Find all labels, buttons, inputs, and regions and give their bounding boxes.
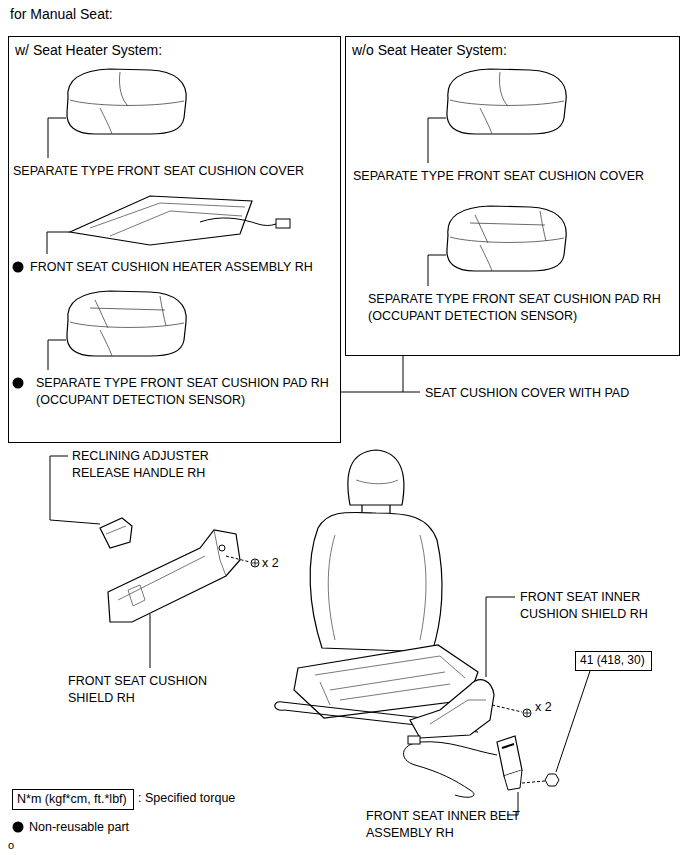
- shield-detail: [128, 585, 145, 606]
- bolt: [523, 709, 531, 717]
- box-text: 41 (418, 30): [580, 653, 647, 669]
- bolt-axis: [226, 556, 250, 562]
- non-reusable-dot: [13, 822, 24, 833]
- shield-detail: [118, 556, 205, 600]
- stud-axis: [522, 781, 545, 783]
- part-name: SEPARATE TYPE FRONT SEAT CUSHION PAD RH …: [36, 375, 334, 409]
- belt-connector: [408, 736, 420, 744]
- leader-line: [48, 118, 66, 158]
- quantity: x 2: [535, 699, 552, 716]
- box-text: N*m (kgf*cm, ft.*lbf): [17, 791, 129, 807]
- leader-line: [428, 118, 446, 163]
- legend-note: : Specified torque: [138, 790, 235, 807]
- inner-cushion-shield: [410, 680, 494, 738]
- heater-line: [110, 211, 242, 236]
- leader-line: [428, 255, 446, 286]
- seatback-seam: [420, 535, 426, 640]
- cushion-pad: [447, 206, 566, 271]
- adjust-lever: [275, 702, 284, 710]
- shield-detail: [430, 700, 486, 724]
- legend-swatch: [12, 821, 24, 833]
- belt-anchor: [504, 770, 522, 790]
- part-name: SEPARATE TYPE FRONT SEAT CUSHION COVER: [13, 163, 304, 180]
- nut: [545, 774, 559, 786]
- belt-buckle: [497, 736, 522, 776]
- torque-legend-box: N*m (kgf*cm, ft.*lbf): [12, 789, 134, 810]
- non-reusable-dot: [13, 262, 24, 273]
- heater-connector: [276, 219, 290, 228]
- corner-mark: o: [8, 838, 14, 853]
- cushion-cover: [67, 69, 186, 134]
- bracket-line: [341, 392, 420, 393]
- shield-detail: [214, 530, 226, 576]
- torque-box: 41 (418, 30): [575, 651, 652, 671]
- seatback-seam: [328, 535, 335, 640]
- cushion-cover: [447, 69, 566, 134]
- page-title: for Manual Seat:: [10, 6, 113, 22]
- frame-detail: [315, 656, 465, 678]
- leader-line: [486, 597, 515, 677]
- handle-detail: [106, 526, 126, 534]
- legend-text: Non-reusable part: [29, 820, 129, 834]
- bolt-cross: [252, 560, 258, 566]
- part-name: FRONT SEAT CUSHION HEATER ASSEMBLY RH: [30, 259, 313, 276]
- release-handle: [100, 518, 132, 548]
- part-name: SEPARATE TYPE FRONT SEAT CUSHION COVER: [353, 168, 644, 185]
- bracket-line: [403, 356, 404, 392]
- cushion-pad: [67, 291, 186, 356]
- bolt: [251, 559, 259, 567]
- part-name: FRONT SEAT CUSHION SHIELD RH: [68, 673, 228, 707]
- leader-line: [556, 671, 590, 772]
- leader-line: [48, 340, 66, 370]
- box-text: w/ Seat Heater System:: [15, 41, 334, 59]
- seat-spring: [320, 672, 450, 705]
- bolt-hole: [219, 545, 225, 551]
- bolt-cross: [524, 710, 530, 716]
- part-name: FRONT SEAT INNER BELT ASSEMBLY RH: [366, 808, 526, 842]
- part-name: FRONT SEAT INNER CUSHION SHIELD RH: [520, 589, 680, 623]
- belt-wire: [404, 742, 497, 798]
- cushion-shield: [108, 530, 240, 622]
- non-reusable-dot: [13, 378, 24, 389]
- group-name: SEAT CUSHION COVER WITH PAD: [425, 385, 629, 402]
- leader-line: [47, 232, 70, 254]
- headrest: [348, 450, 404, 505]
- heater-sheet: [70, 196, 252, 245]
- quantity: x 2: [262, 555, 279, 572]
- buckle-slot: [502, 744, 514, 748]
- leader-line: [150, 614, 151, 668]
- heater-wire: [200, 218, 276, 226]
- part-name: RECLINING ADJUSTER RELEASE HANDLE RH: [72, 448, 242, 482]
- variant-box: w/o Seat Heater System:: [345, 36, 680, 356]
- legend-entry: Non-reusable part: [12, 820, 129, 834]
- part-name: SEPARATE TYPE FRONT SEAT CUSHION PAD RH …: [368, 291, 673, 325]
- box-text: w/o Seat Heater System:: [352, 41, 673, 59]
- bolt-axis: [492, 705, 522, 712]
- headrest-seam: [356, 480, 398, 484]
- heater-line: [90, 203, 245, 228]
- seatback: [310, 512, 442, 652]
